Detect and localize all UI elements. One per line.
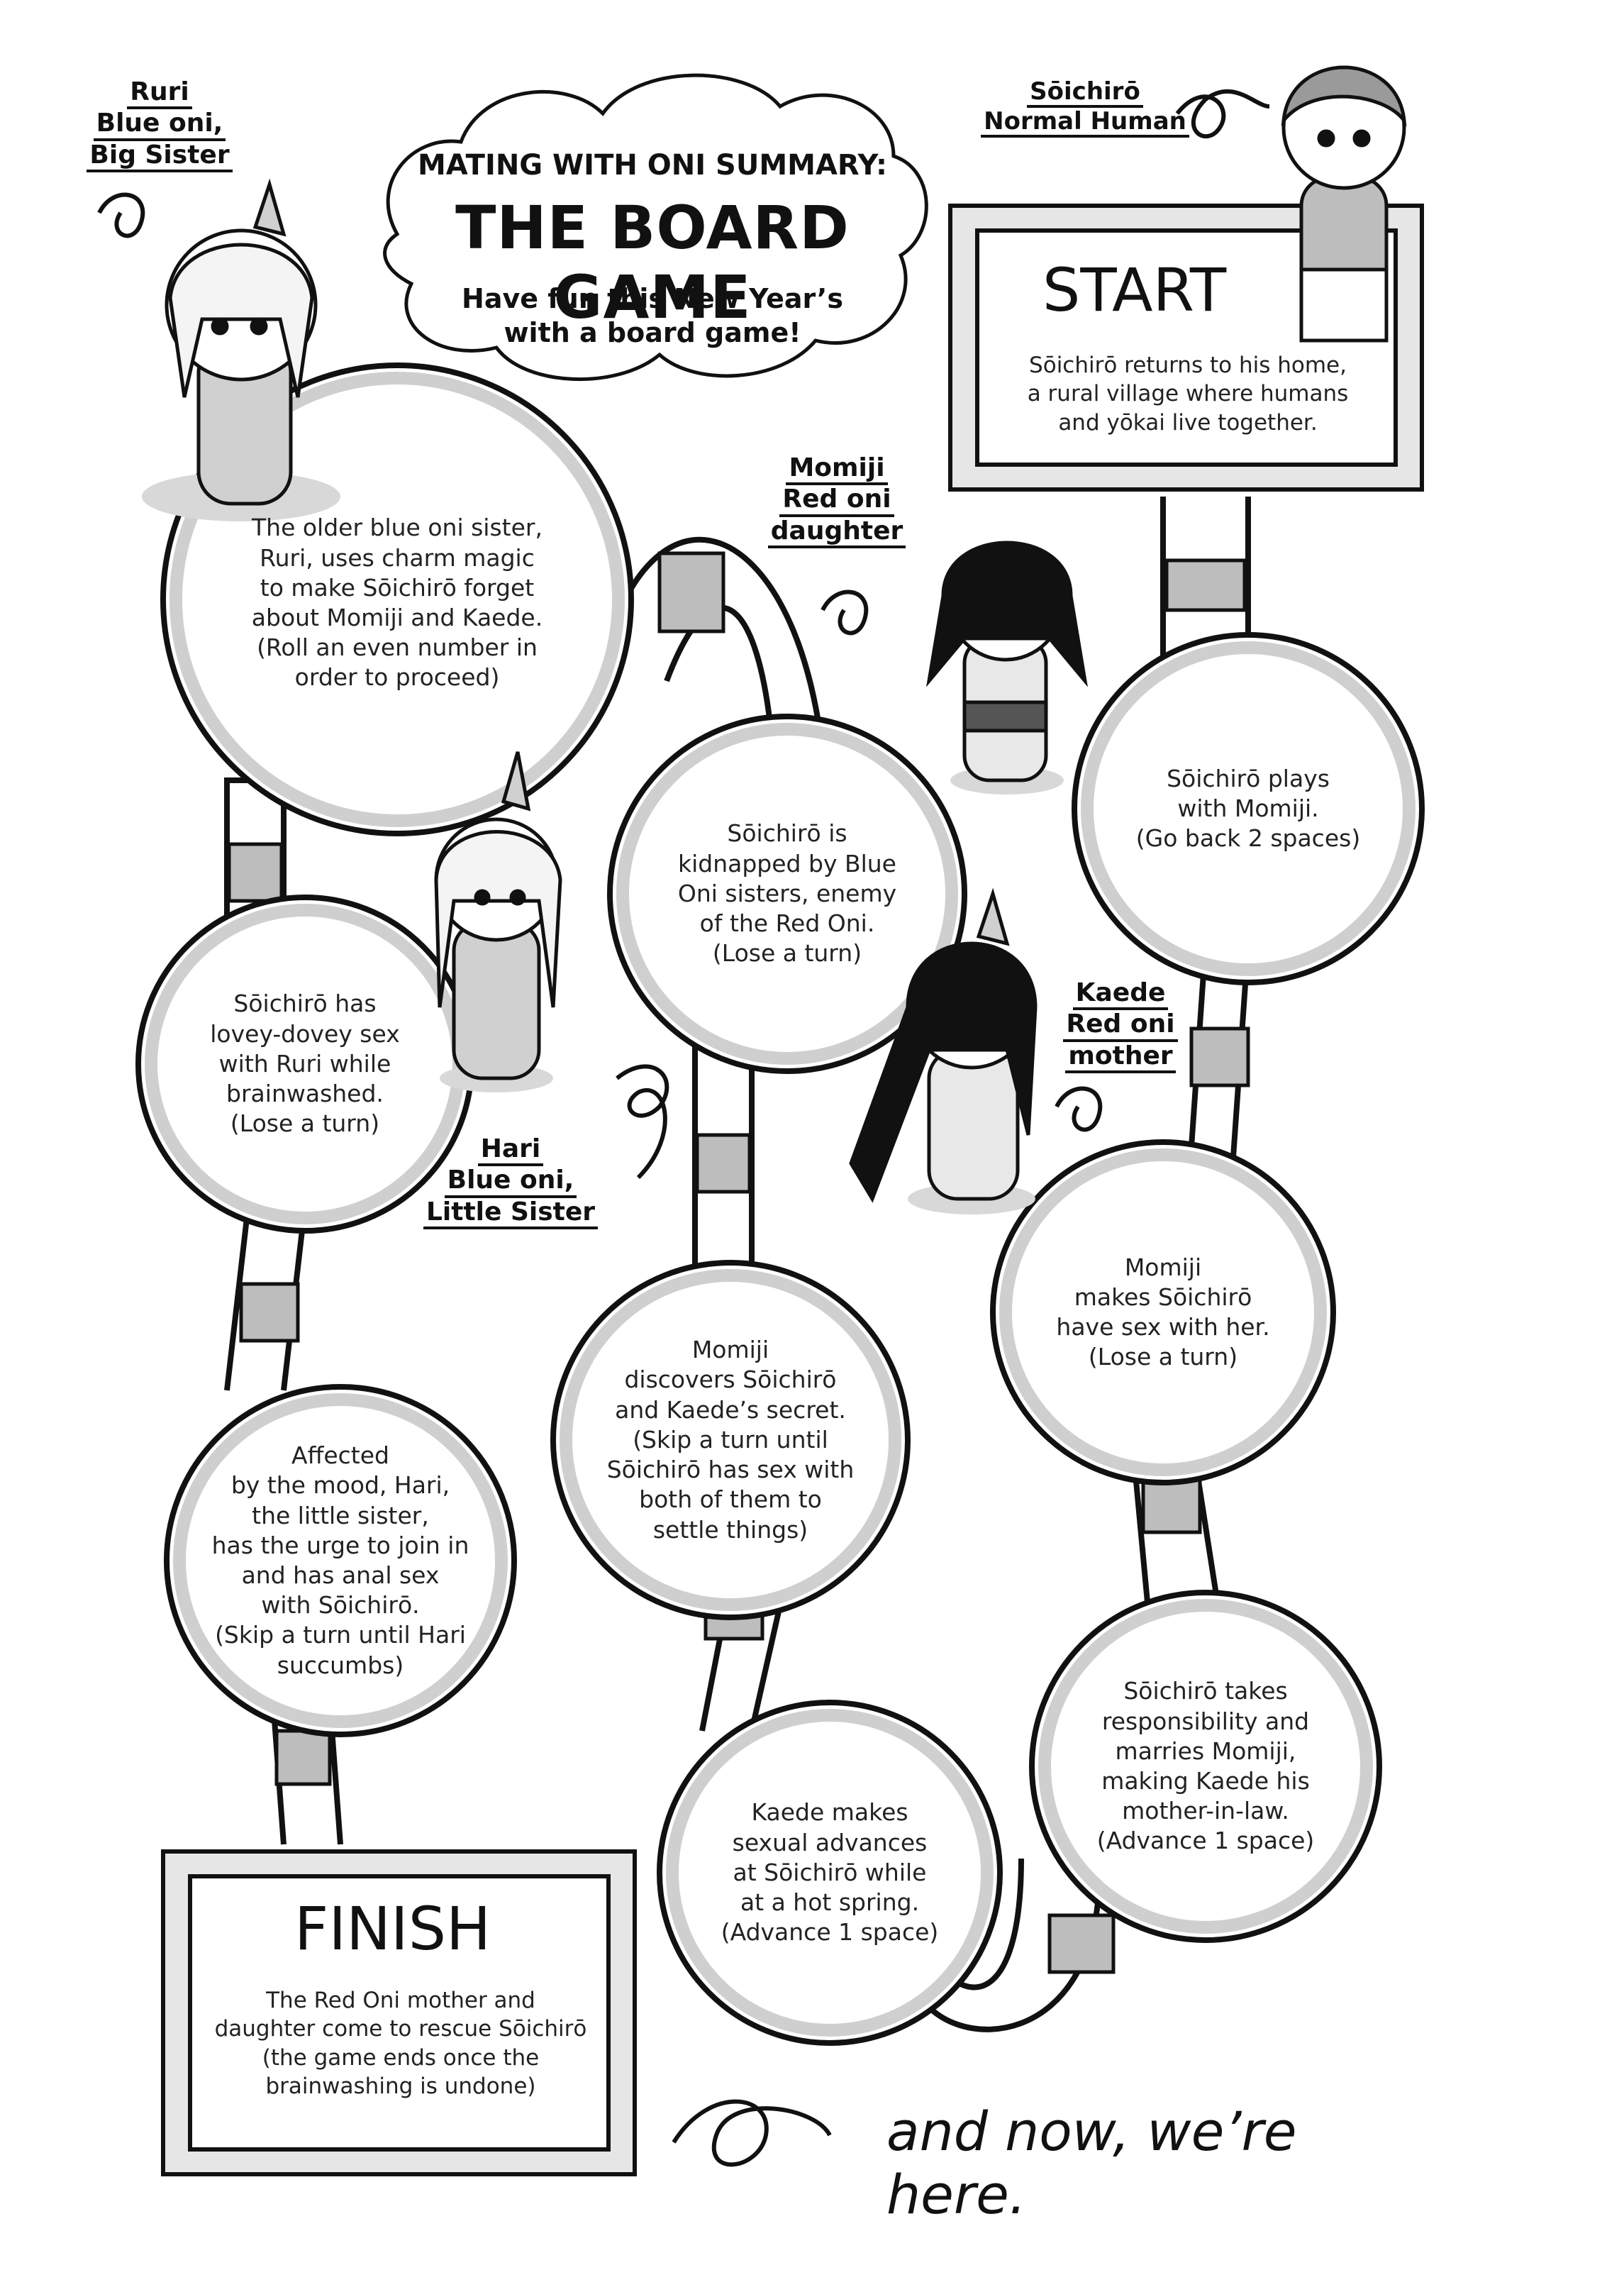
space-marries-momiji: Sōichirō takes responsibility and marrie… bbox=[1096, 1677, 1315, 1855]
finish-box bbox=[161, 1849, 637, 2176]
space-hari-joins: Affected by the mood, Hari, the little s… bbox=[211, 1441, 469, 1679]
space-plays-with-momiji: Sōichirō plays with Momiji. (Go back 2 s… bbox=[1135, 764, 1361, 853]
start-title: START bbox=[1042, 255, 1227, 325]
soichiro-pawn bbox=[1281, 65, 1407, 343]
start-text: Sōichirō returns to his home, a rural vi… bbox=[1027, 353, 1349, 436]
momiji-pawn bbox=[926, 541, 1088, 794]
board-circles bbox=[135, 362, 1425, 2046]
finish-text: The Red Oni mother and daughter come to … bbox=[214, 1988, 587, 2099]
kaede-pawn bbox=[849, 887, 1038, 1214]
ruri-pawn bbox=[142, 178, 340, 521]
space-momiji-sex: Momiji makes Sōichirō have sex with her.… bbox=[1056, 1253, 1270, 1371]
hari-pawn bbox=[434, 751, 562, 1092]
title-cloud bbox=[383, 73, 928, 382]
space-kidnapped: Sōichirō is kidnapped by Blue Oni sister… bbox=[677, 819, 897, 968]
title-top: MATING WITH ONI SUMMARY: bbox=[418, 149, 887, 182]
space-ruri-charm: The older blue oni sister, Ruri, uses ch… bbox=[251, 514, 543, 692]
closing-text: and now, we’re here. bbox=[886, 2100, 1297, 2226]
page-title: THE BOARD GAME bbox=[455, 193, 850, 332]
finish-title: FINISH bbox=[294, 1894, 491, 1964]
space-hot-spring: Kaede makes sexual advances at Sōichirō … bbox=[721, 1798, 939, 1947]
space-discovers-secret: Momiji discovers Sōichirō and Kaede’s se… bbox=[606, 1336, 855, 1544]
space-lovey-dovey: Sōichirō has lovey-dovey sex with Ruri w… bbox=[210, 990, 400, 1138]
board-circle-rims bbox=[145, 372, 1416, 2037]
title-subtitle: Have fun this New Year’s with a board ga… bbox=[462, 283, 843, 348]
decorative-squiggles bbox=[97, 89, 1270, 2167]
